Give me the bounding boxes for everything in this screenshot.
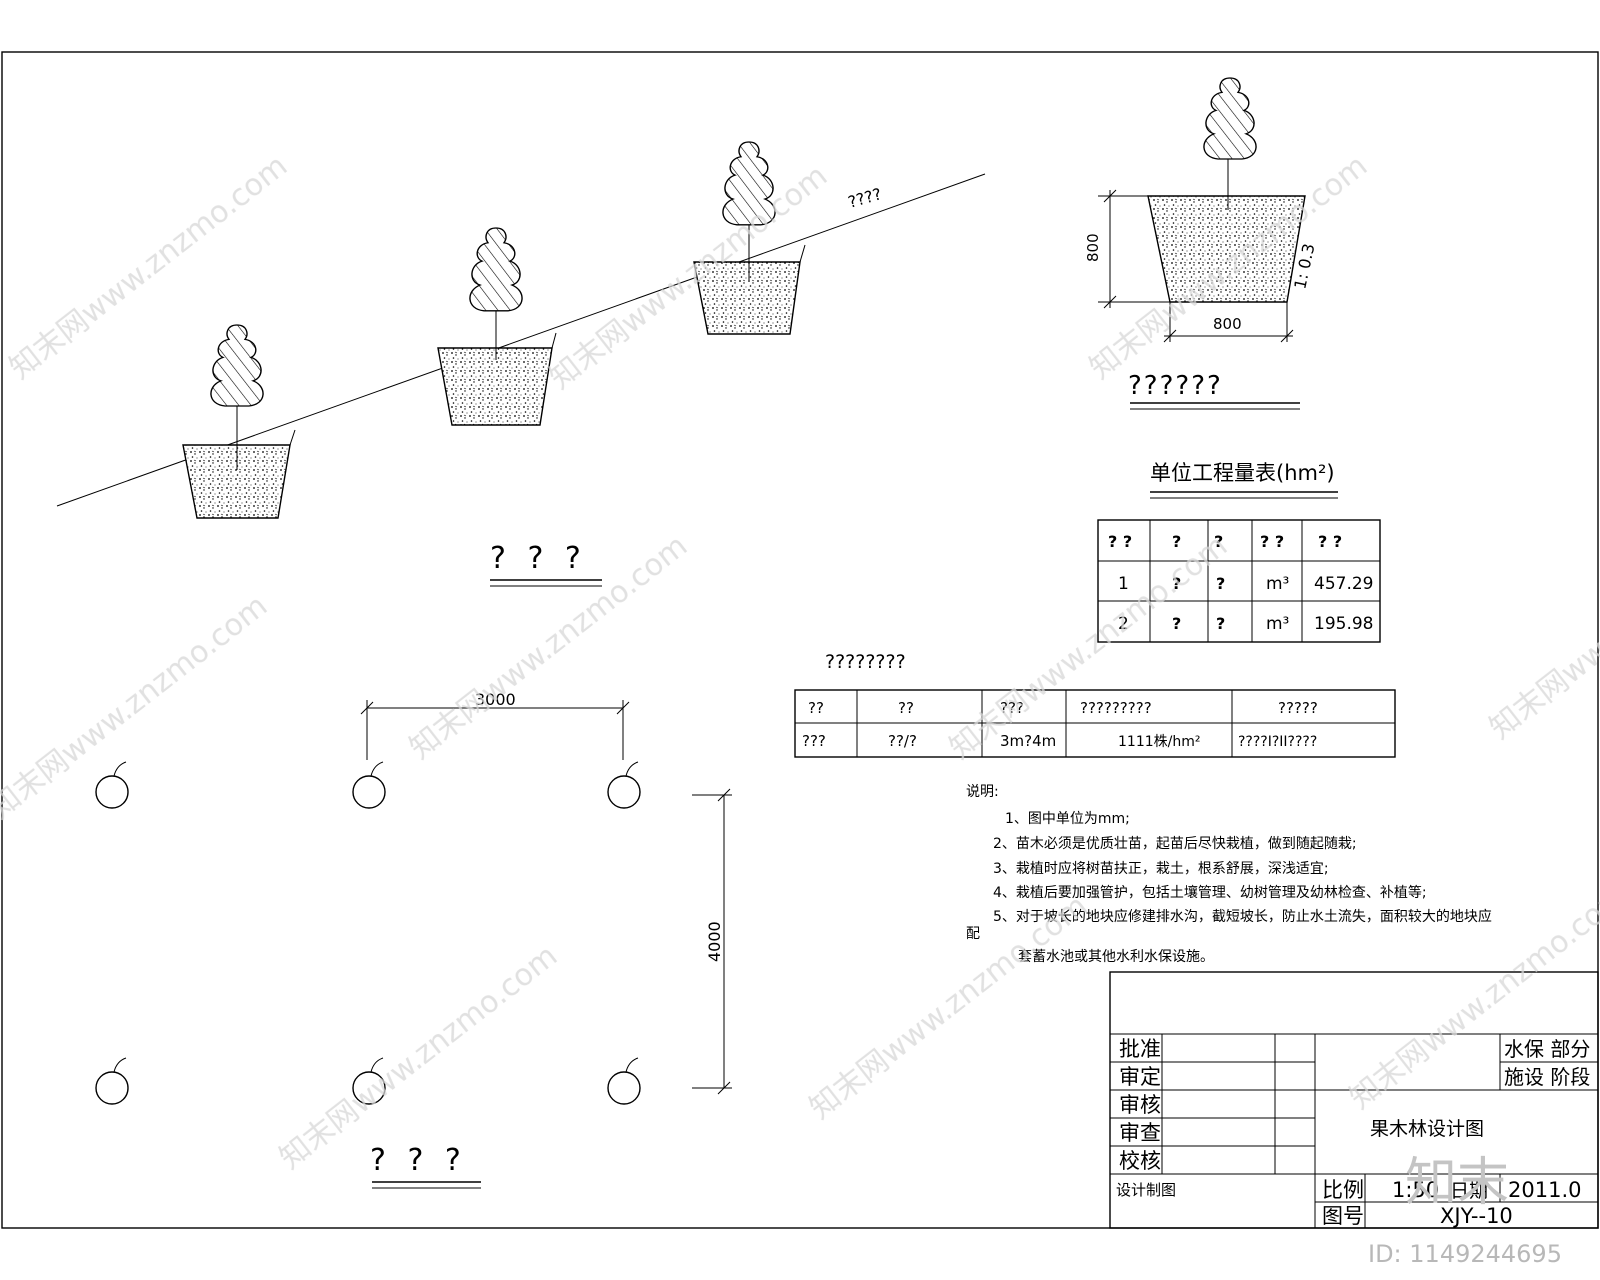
note-item-4: 4、栽植后要加强管护，包括土壤管理、幼树管理及幼林检查、补植等; (993, 884, 1427, 901)
design-notes: 说明: 1、图中单位为mm; 2、苗木必须是优质壮苗，起苗后尽快栽植，做到随起随… (966, 784, 1492, 965)
tb-number-value: XJY--10 (1440, 1204, 1513, 1228)
uq-r2-c1: 2 (1118, 614, 1129, 634)
tree-plan-symbol (352, 1057, 386, 1105)
uq-r2-c4: m³ (1266, 614, 1289, 634)
uq-r1-c5: 457.29 (1314, 574, 1373, 594)
uq-r1-c3: ? (1216, 574, 1225, 593)
tree-plan-symbol (95, 761, 129, 809)
note-item-2: 2、苗木必须是优质壮苗，起苗后尽快栽植，做到随起随栽; (993, 836, 1357, 852)
tb-number-label: 图号 (1322, 1204, 1364, 1228)
tb-approve: 批准 (1119, 1037, 1161, 1061)
unit-quantity-table: 单位工程量表(hm²) ? ? ? ? ? ? ? ? 1 ? ? m³ 457… (1097, 461, 1381, 643)
watermark-logo: 知末 (1405, 1153, 1509, 1213)
uq-header-1: ? ? (1108, 532, 1132, 551)
watermarks: 知末网www.znzmo.com 知末网www.znzmo.com 知末网www… (0, 148, 1600, 1176)
spec-header-5: ????? (1278, 699, 1318, 717)
watermark-text: 知末网www.znzmo.com (803, 888, 1094, 1126)
tb-scale-label: 比例 (1322, 1178, 1364, 1202)
slope-section-caption: ? ? ? (490, 541, 587, 576)
watermark-text: 知末网www.znzmo.com (1083, 148, 1374, 386)
tb-date-value: 2011.0 (1508, 1178, 1581, 1202)
slope-label: ???? (846, 184, 884, 212)
plan-view-caption: ? ? ? (370, 1143, 467, 1178)
title-block: 批准 审定 审核 审查 校核 设计制图 水保 部分 施设 阶段 果木林设计图 比… (1109, 971, 1599, 1229)
uq-header-5: ? ? (1318, 532, 1342, 551)
spec-header-3: ??? (1000, 699, 1024, 717)
spec-cell-2: ??/? (888, 732, 917, 750)
note-item-3: 3、栽植时应将树苗扶正，栽土，根系舒展，深浅适宜; (993, 860, 1329, 877)
watermark-id: ID: 1149244695 (1368, 1240, 1562, 1268)
tb-stage: 施设 阶段 (1504, 1065, 1590, 1089)
pit-detail: 800 800 1: 0.3 ?????? (1084, 77, 1318, 410)
uq-r2-c2: ? (1172, 614, 1181, 633)
uq-header-4: ? ? (1260, 532, 1284, 551)
pit-height-dimension: 800 (1084, 233, 1102, 262)
spec-cell-3: 3m?4m (1000, 732, 1056, 750)
spec-cell-4: 1111株/hm² (1118, 734, 1200, 750)
uq-r1-c2: ? (1172, 574, 1181, 593)
plan-spacing-y: 4000 (705, 921, 724, 962)
plan-view: 3000 4000 ? ? ? (95, 690, 732, 1189)
tb-check: 校核 (1119, 1149, 1161, 1173)
tree-plan-symbol (352, 761, 386, 809)
tb-inspect: 审查 (1119, 1121, 1161, 1145)
tb-designer: 设计制图 (1116, 1181, 1176, 1199)
tb-examine: 审定 (1119, 1065, 1161, 1089)
pit-width-dimension: 800 (1213, 315, 1242, 333)
watermark-text: 知末网www.znzmo.com (273, 938, 564, 1176)
watermark-text: 知末网www.znzmo.com (943, 528, 1234, 766)
notes-extra-label: 配 (966, 926, 980, 942)
tb-division: 水保 部分 (1504, 1037, 1590, 1061)
uq-r1-c1: 1 (1118, 574, 1129, 594)
tb-review: 审核 (1119, 1093, 1161, 1117)
spec-cell-5: ????I?II???? (1238, 734, 1317, 750)
watermark-text: 知末网www.znzmo.com (1483, 508, 1600, 746)
note-item-5: 5、对于坡长的地块应修建排水沟，截短坡长，防止水土流失，面积较大的地块应 (993, 908, 1492, 925)
drawing-frame (1, 51, 1599, 1229)
spec-table: ???????? ?? ?? ??? ????????? ????? ??? ?… (794, 651, 1396, 758)
notes-heading: 说明: (966, 784, 999, 800)
tree-plan-symbol (95, 1057, 129, 1105)
watermark-text: 知末网www.znzmo.com (0, 588, 274, 826)
uq-r2-c5: 195.98 (1314, 614, 1373, 634)
uq-header-2: ? (1172, 532, 1181, 551)
pit-detail-caption: ?????? (1128, 371, 1223, 401)
spec-header-2: ?? (898, 699, 914, 717)
spec-cell-1: ??? (802, 732, 826, 750)
uq-r2-c3: ? (1216, 614, 1225, 633)
plan-spacing-x: 3000 (475, 690, 516, 709)
uq-header-3: ? (1214, 532, 1223, 551)
planting-pit-3 (693, 141, 806, 335)
tb-drawing-name: 果木林设计图 (1370, 1118, 1484, 1140)
planting-pit-2 (437, 227, 557, 426)
note-item-1: 1、图中单位为mm; (1005, 811, 1130, 827)
spec-header-1: ?? (808, 699, 824, 717)
unit-quantity-title: 单位工程量表(hm²) (1150, 461, 1335, 485)
notes-extra: 套蓄水池或其他水利水保设施。 (1018, 949, 1214, 965)
tb-date-label: 日期 (1450, 1180, 1488, 1202)
tb-scale-value: 1:50 (1392, 1178, 1439, 1202)
tree-plan-symbol (607, 1057, 641, 1105)
planting-pit-1 (182, 324, 296, 519)
uq-r1-c4: m³ (1266, 574, 1289, 594)
tree-plan-symbol (607, 761, 641, 809)
spec-table-title: ???????? (825, 651, 906, 673)
spec-header-4: ????????? (1080, 699, 1152, 717)
